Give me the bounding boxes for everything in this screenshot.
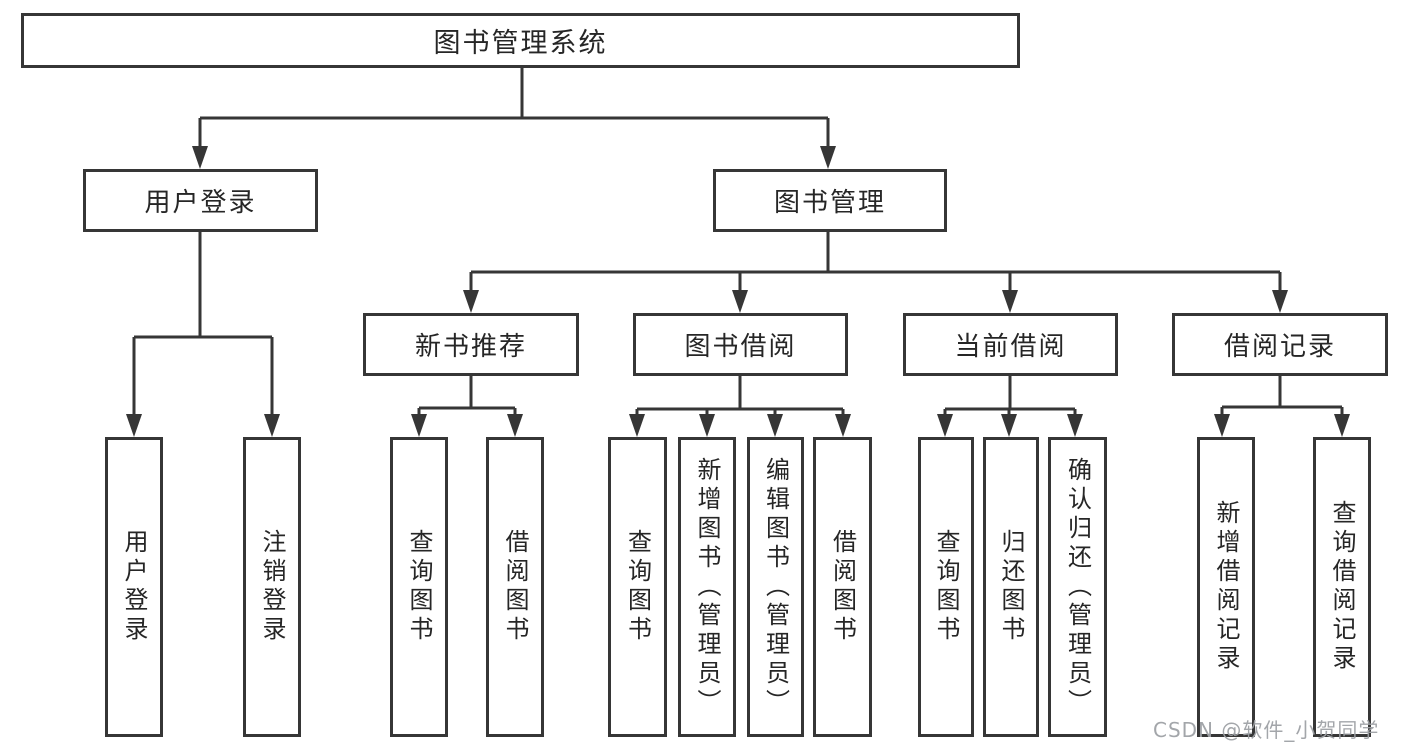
- arrow-down-icon: [937, 414, 953, 437]
- leaf-borrow-books: 借阅图书: [486, 437, 544, 737]
- arrow-down-icon: [629, 414, 645, 437]
- arrow-down-icon: [1001, 414, 1017, 437]
- node-root-system: 图书管理系统: [21, 13, 1020, 68]
- arrow-down-icon: [126, 414, 142, 437]
- leaf-confirm-return-admin: 确认归还（管理员）: [1048, 437, 1107, 737]
- node-book-management: 图书管理: [713, 169, 947, 232]
- arrow-down-icon: [1214, 414, 1230, 437]
- node-new-book-recommend: 新书推荐: [363, 313, 579, 376]
- arrow-down-icon: [732, 290, 748, 313]
- leaf-borrow-books: 借阅图书: [813, 437, 872, 737]
- leaf-add-borrow-record: 新增借阅记录: [1197, 437, 1255, 737]
- leaf-edit-books-admin: 编辑图书（管理员）: [747, 437, 804, 737]
- leaf-user-login: 用户登录: [105, 437, 163, 737]
- arrow-down-icon: [1002, 290, 1018, 313]
- arrow-down-icon: [1334, 414, 1350, 437]
- arrow-down-icon: [835, 414, 851, 437]
- arrow-down-icon: [767, 414, 783, 437]
- leaf-query-borrow-record: 查询借阅记录: [1313, 437, 1371, 737]
- arrow-down-icon: [1272, 290, 1288, 313]
- arrow-down-icon: [699, 414, 715, 437]
- leaf-query-books: 查询图书: [918, 437, 974, 737]
- watermark: CSDN @软件_小贺同学: [1153, 718, 1380, 742]
- node-user-login: 用户登录: [83, 169, 318, 232]
- leaf-add-books-admin: 新增图书（管理员）: [678, 437, 736, 737]
- arrow-down-icon: [463, 290, 479, 313]
- arrow-down-icon: [264, 414, 280, 437]
- arrow-down-icon: [192, 146, 208, 169]
- leaf-return-books: 归还图书: [983, 437, 1039, 737]
- arrowheads-group: [126, 146, 1350, 437]
- node-current-borrow: 当前借阅: [903, 313, 1118, 376]
- leaf-query-books: 查询图书: [390, 437, 448, 737]
- arrow-down-icon: [1067, 414, 1083, 437]
- arrow-down-icon: [411, 414, 427, 437]
- node-book-borrow: 图书借阅: [633, 313, 848, 376]
- leaf-query-books: 查询图书: [608, 437, 667, 737]
- connector-lines-group: [132, 68, 1344, 420]
- arrow-down-icon: [820, 146, 836, 169]
- leaf-logout-login: 注销登录: [243, 437, 301, 737]
- arrow-down-icon: [507, 414, 523, 437]
- node-borrow-records: 借阅记录: [1172, 313, 1388, 376]
